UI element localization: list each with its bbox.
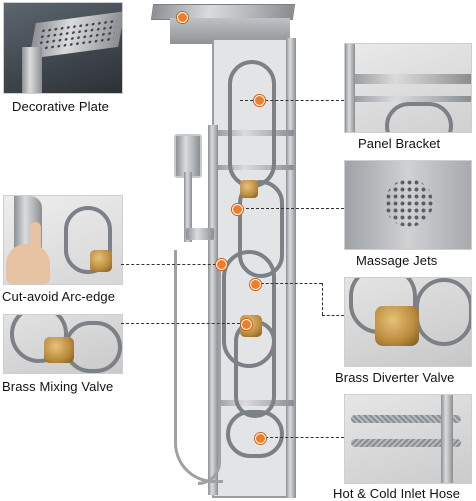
bracket-bar-upper [212, 130, 294, 136]
decorative-plate-column [22, 47, 42, 93]
leader-brass-diverter-valve-vertical [322, 283, 323, 315]
marker-massage-jets [232, 204, 243, 215]
decorative-plate-panel [29, 11, 122, 59]
mixing-valve-body [240, 180, 258, 198]
label-massage-jets: Massage Jets [356, 253, 438, 268]
arc-edge-photo [3, 195, 123, 285]
shower-hose-loop [198, 262, 221, 485]
marker-brass-diverter-valve [250, 279, 261, 290]
label-cut-avoid-arc-edge: Cut-avoid Arc-edge [2, 289, 116, 304]
inlet-hose-panel-edge [441, 395, 453, 483]
panel-front-strip [208, 125, 218, 495]
inlet-hose-braided [351, 415, 461, 423]
leader-cut-avoid-arc-edge [121, 264, 221, 265]
marker-brass-mixing-valve [241, 319, 252, 330]
arc-edge-valve [90, 250, 112, 272]
inner-hose [226, 410, 284, 458]
marker-panel-bracket [254, 95, 265, 106]
massage-jet-nozzles [385, 179, 433, 227]
leader-massage-jets [236, 208, 344, 209]
decorative-plate-photo [3, 2, 123, 94]
shower-panel [150, 0, 330, 500]
leader-brass-diverter-valve [256, 283, 322, 284]
inner-hose [228, 60, 276, 188]
leader-hot-cold-inlet-hose [260, 437, 344, 438]
panel-bracket-bar [345, 96, 471, 102]
pointing-hand-icon [6, 222, 50, 284]
label-hot-cold-inlet-hose: Hot & Cold Inlet Hose [333, 486, 461, 501]
panel-column-right-edge [286, 38, 296, 498]
marker-cut-avoid-arc-edge [216, 259, 227, 270]
panel-bracket-bar [345, 74, 471, 84]
inlet-hose-braided [351, 439, 461, 447]
mixing-valve-photo [3, 314, 123, 374]
hand-shower-holder [186, 228, 214, 240]
arc-edge-hose [64, 206, 112, 274]
diverter-valve-closeup [375, 306, 419, 346]
label-panel-bracket: Panel Bracket [358, 136, 441, 151]
diverter-valve-hose [415, 278, 471, 346]
massage-jets-photo [344, 160, 472, 250]
leader-panel-bracket [240, 100, 344, 101]
marker-hot-cold-inlet-hose [255, 433, 266, 444]
leader-brass-mixing-valve [121, 323, 245, 324]
panel-bracket-side [345, 44, 355, 132]
marker-decorative-plate [177, 12, 188, 23]
inlet-hose-photo [344, 394, 472, 484]
diverter-valve-photo [344, 277, 472, 367]
label-brass-diverter-valve: Brass Diverter Valve [335, 370, 455, 385]
inner-hose [222, 250, 276, 368]
panel-bracket-photo [344, 43, 472, 133]
panel-bracket-hose [385, 102, 453, 132]
label-brass-mixing-valve: Brass Mixing Valve [2, 379, 114, 394]
hand-shower-handle [184, 172, 192, 242]
mixing-valve-closeup [44, 337, 74, 363]
leader-brass-diverter-valve-end [322, 315, 344, 316]
label-decorative-plate: Decorative Plate [12, 99, 109, 114]
